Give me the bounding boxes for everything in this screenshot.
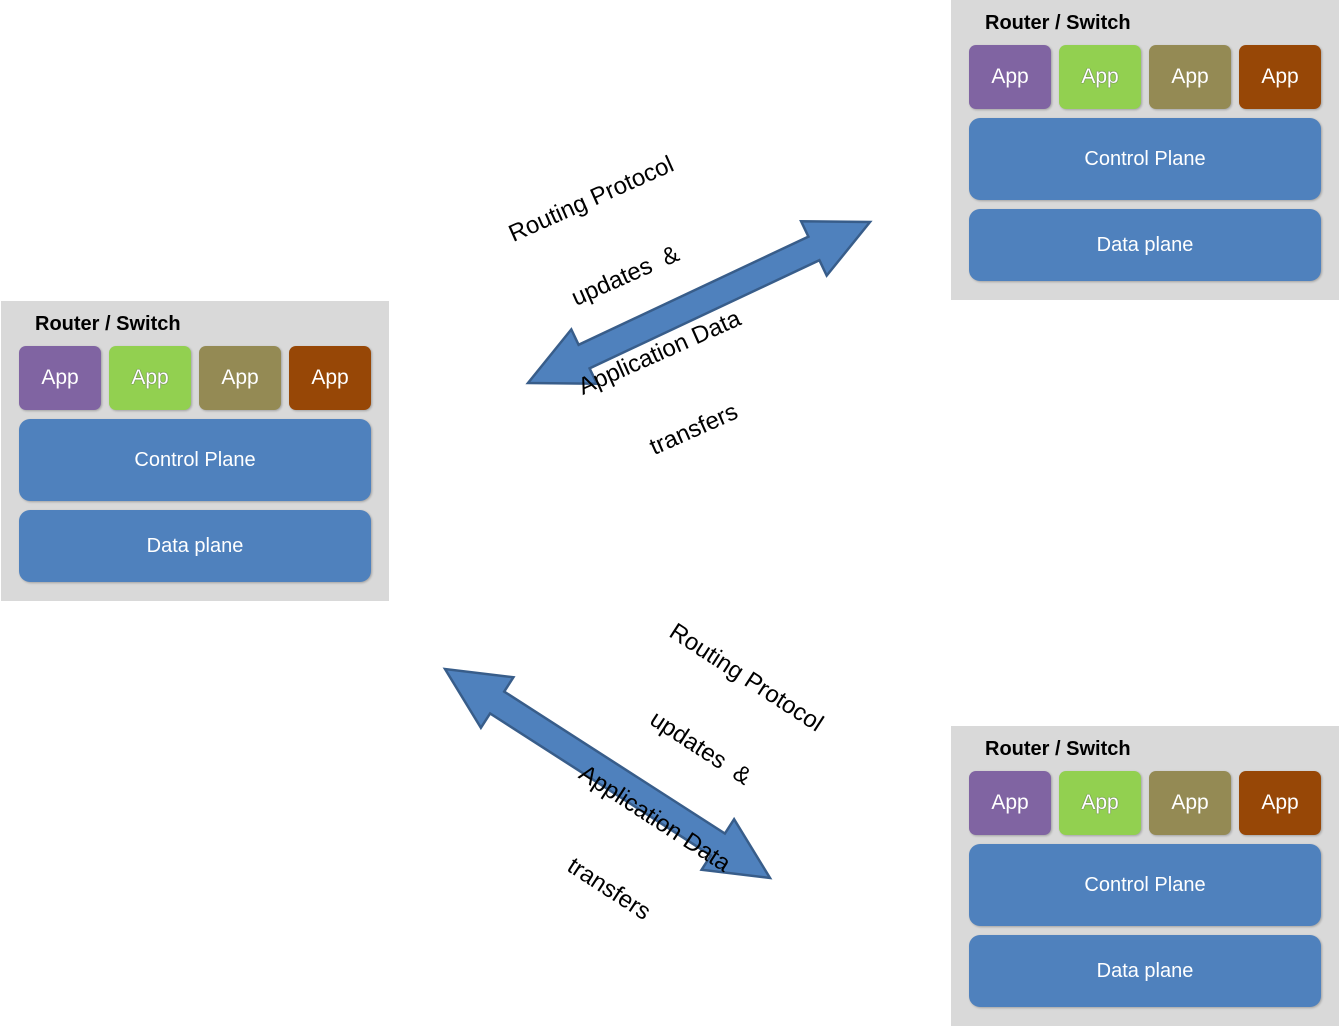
app-box-green: App xyxy=(1059,45,1141,109)
router-switch-top-right: Router / Switch App App App App Control … xyxy=(951,0,1339,300)
app-box-olive: App xyxy=(1149,45,1231,109)
router-switch-left: Router / Switch App App App App Control … xyxy=(1,301,389,601)
app-row: App App App App xyxy=(969,45,1321,109)
app-box-olive: App xyxy=(199,346,281,410)
app-row: App App App App xyxy=(19,346,371,410)
double-arrow-top xyxy=(525,220,873,385)
app-box-olive: App xyxy=(1149,771,1231,835)
data-plane: Data plane xyxy=(969,209,1321,281)
app-box-brown: App xyxy=(1239,771,1321,835)
control-plane: Control Plane xyxy=(19,419,371,501)
app-box-brown: App xyxy=(289,346,371,410)
app-box-purple: App xyxy=(969,771,1051,835)
app-box-brown: App xyxy=(1239,45,1321,109)
data-plane: Data plane xyxy=(969,935,1321,1007)
app-box-green: App xyxy=(1059,771,1141,835)
app-box-green: App xyxy=(109,346,191,410)
control-plane: Control Plane xyxy=(969,844,1321,926)
router-title: Router / Switch xyxy=(985,12,1131,34)
app-row: App App App App xyxy=(969,771,1321,835)
control-plane: Control Plane xyxy=(969,118,1321,200)
data-plane: Data plane xyxy=(19,510,371,582)
router-switch-bottom-right: Router / Switch App App App App Control … xyxy=(951,726,1339,1026)
double-arrow-bottom xyxy=(442,667,773,880)
app-box-purple: App xyxy=(969,45,1051,109)
router-title: Router / Switch xyxy=(985,738,1131,760)
router-title: Router / Switch xyxy=(35,313,181,335)
app-box-purple: App xyxy=(19,346,101,410)
